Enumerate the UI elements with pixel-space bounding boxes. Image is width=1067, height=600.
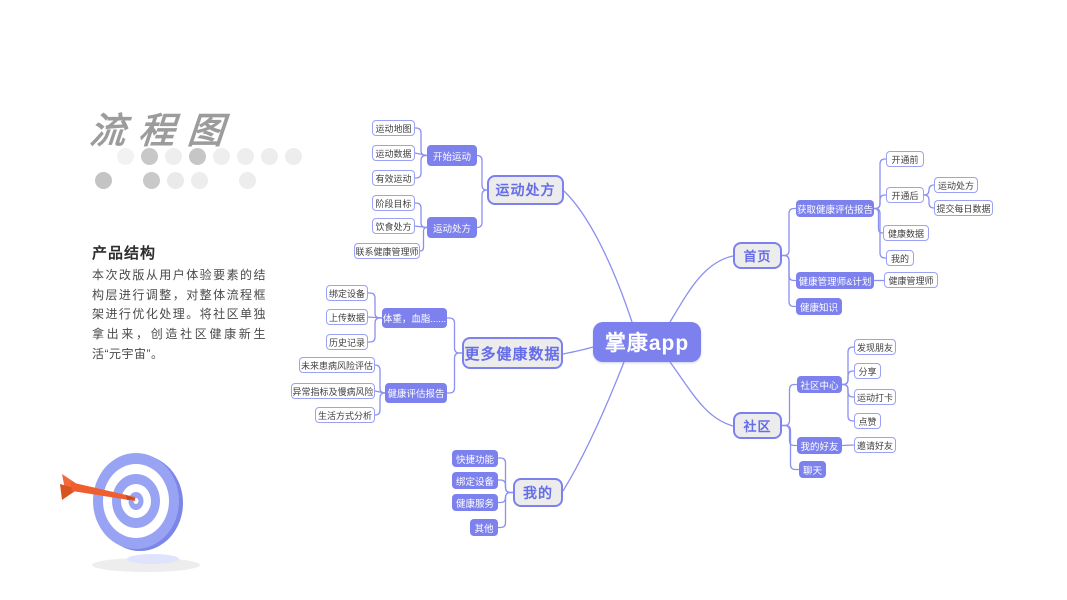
deco-dot [164, 148, 182, 165]
leaf-sports-map: 运动地图 [372, 120, 415, 136]
sub-node-start-exercise: 开始运动 [427, 145, 477, 166]
leaf-abnormal-indicators: 异常指标及慢病风险 [291, 383, 375, 399]
sub-node-exercise-rx: 运动处方 [427, 217, 477, 238]
sub-node-my-friends: 我的好友 [797, 437, 842, 454]
deco-dot [284, 148, 302, 165]
deco-dot [212, 148, 230, 165]
branch-node-home: 首页 [733, 242, 782, 269]
leaf-future-risk: 未来患病风险评估 [299, 357, 375, 373]
target-board [93, 453, 183, 551]
sub-node-health-report: 健康评估报告 [385, 383, 447, 403]
leaf-exercise-checkin: 运动打卡 [854, 389, 896, 405]
branch-node-mine: 我的 [513, 478, 563, 507]
branch-node-more-health-data: 更多健康数据 [462, 337, 563, 369]
leaf-stage-goals: 阶段目标 [372, 195, 415, 211]
dart-target-illustration [60, 453, 200, 572]
leaf-bind-device: 绑定设备 [326, 285, 368, 301]
sub-node-health-manager-plan: 健康管理师&计划 [796, 272, 874, 289]
sub-node-quick-functions: 快捷功能 [452, 450, 498, 467]
leaf-invite-friends: 邀请好友 [854, 437, 896, 453]
leaf-mine-home: 我的 [886, 250, 914, 266]
leaf-effective-exercise: 有效运动 [372, 170, 415, 186]
deco-dot [142, 172, 160, 189]
leaf-sports-rx-right: 运动处方 [934, 177, 978, 193]
leaf-health-manager: 健康管理师 [884, 272, 938, 288]
sub-node-bind-device-mine: 绑定设备 [452, 472, 498, 489]
deco-dot [238, 172, 256, 189]
dart [60, 474, 136, 501]
sub-node-community-center: 社区中心 [797, 376, 842, 393]
sub-node-health-knowledge: 健康知识 [796, 298, 842, 315]
sub-node-get-health-report: 获取健康评估报告 [796, 200, 874, 217]
leaf-after-activation: 开通后 [886, 187, 924, 203]
leaf-upload-data: 上传数据 [326, 309, 368, 325]
sub-node-other: 其他 [470, 519, 498, 536]
leaf-like: 点赞 [854, 413, 881, 429]
leaf-sports-data: 运动数据 [372, 145, 415, 161]
deco-dot [140, 148, 158, 165]
deco-dot [166, 172, 184, 189]
sub-node-weight-lipids: 体重，血脂...... [382, 308, 447, 328]
deco-dot [260, 148, 278, 165]
branch-node-sports-prescription: 运动处方 [487, 175, 564, 205]
mindmap-root-node: 掌康app [593, 322, 701, 362]
deco-dot [188, 148, 206, 165]
leaf-discover-friends: 发现朋友 [854, 339, 896, 355]
leaf-before-activation: 开通前 [886, 151, 924, 167]
deco-dot [94, 172, 112, 189]
leaf-contact-health-manager: 联系健康管理师 [354, 243, 420, 259]
sub-node-chat: 聊天 [799, 461, 826, 478]
section-body: 本次改版从用户体验要素的结构层进行调整，对整体流程框架进行优化处理。将社区单独拿… [92, 268, 266, 361]
leaf-share: 分享 [854, 363, 881, 379]
leaf-diet-rx: 饮食处方 [372, 218, 415, 234]
leaf-submit-daily-data: 提交每日数据 [934, 200, 993, 216]
leaf-history: 历史记录 [326, 334, 368, 350]
leaf-health-data: 健康数据 [883, 225, 929, 241]
deco-dot [116, 148, 134, 165]
leaf-lifestyle-analysis: 生活方式分析 [315, 407, 375, 423]
page-title: 流程图 [87, 110, 239, 151]
deco-dot [190, 172, 208, 189]
deco-dot [236, 148, 254, 165]
sub-node-health-services: 健康服务 [452, 494, 498, 511]
section-heading: 产品结构 [92, 245, 157, 262]
branch-node-community: 社区 [733, 412, 782, 439]
